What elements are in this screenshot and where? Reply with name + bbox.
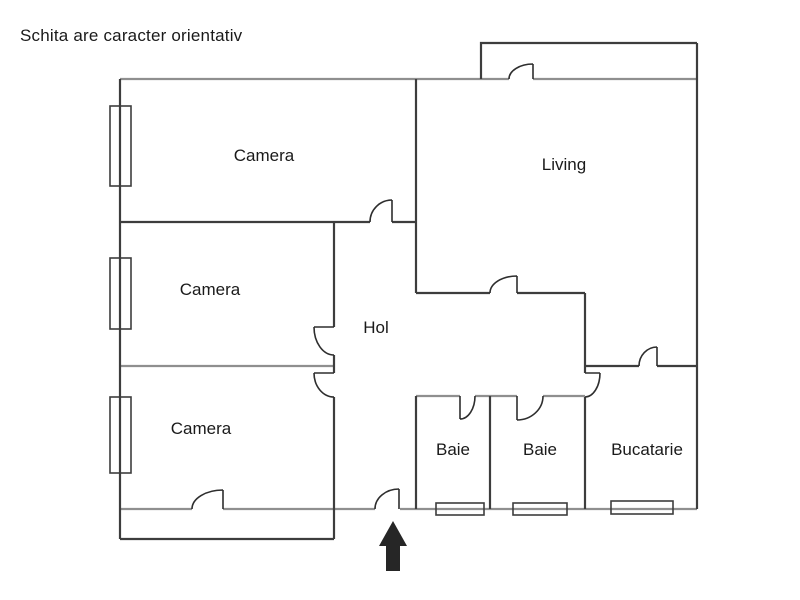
window-camera3 [109,396,132,474]
walls-dark [118,41,699,541]
room-label-living: Living [542,155,586,174]
room-labels: Camera Camera Camera Living Hol Baie Bai… [171,146,683,459]
room-label-camera-top: Camera [234,146,295,165]
room-label-camera-middle: Camera [180,280,241,299]
terrace-outline [479,41,697,79]
window-baie1 [435,502,485,516]
room-label-baie-left: Baie [436,440,470,459]
door-camera3 [313,372,335,398]
door-baie1 [459,395,476,420]
door-camera2 [313,326,335,356]
door-bucatarie-living [638,346,658,367]
plan-disclaimer-title: Schita are caracter orientativ [20,26,243,45]
window-symbols [109,105,674,516]
door-bucatarie-hol [584,372,601,398]
window-camera2 [109,257,132,330]
door-terrace [508,63,534,80]
room-label-hol: Hol [363,318,389,337]
entrance-arrow-icon [379,521,407,571]
window-bucatarie [610,500,674,515]
door-balcony [191,489,224,510]
room-label-camera-bottom: Camera [171,419,232,438]
room-label-bucatarie: Bucatarie [611,440,683,459]
walls-light [120,77,697,511]
room-label-baie-right: Baie [523,440,557,459]
door-symbols [191,63,658,510]
door-camera1 [369,199,393,223]
door-baie2 [516,395,544,421]
window-baie2 [512,502,568,516]
door-entrance [374,488,400,510]
door-living [489,275,518,294]
window-camera1 [109,105,132,187]
